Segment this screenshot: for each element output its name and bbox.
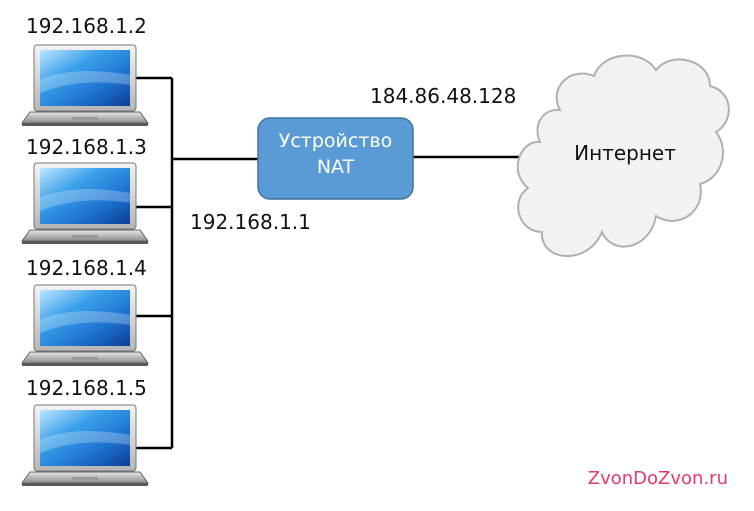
- nat-device-box: [257, 117, 414, 200]
- nat-device-label-line2: NAT: [316, 156, 355, 178]
- laptop-icon-1: [21, 44, 149, 127]
- host-ip-label-4: 192.168.1.5: [26, 376, 147, 400]
- nat-device-label-line1: Устройство: [278, 130, 393, 152]
- laptop-icon-3: [21, 284, 149, 367]
- internet-cloud-icon: [516, 54, 730, 257]
- internet-label: Интернет: [574, 141, 676, 165]
- nat-device-label: Устройство NAT: [258, 128, 413, 180]
- watermark-link: ZvonDoZvon.ru: [587, 468, 728, 489]
- network-links: [136, 76, 538, 450]
- host-ip-label-1: 192.168.1.2: [26, 14, 147, 38]
- nat-lan-ip-label: 192.168.1.1: [190, 210, 311, 234]
- laptop-icon-4: [21, 404, 149, 487]
- host-ip-label-2: 192.168.1.3: [26, 135, 147, 159]
- host-ip-label-3: 192.168.1.4: [26, 256, 147, 280]
- nat-wan-ip-label: 184.86.48.128: [370, 84, 517, 108]
- laptop-icon-2: [21, 162, 149, 245]
